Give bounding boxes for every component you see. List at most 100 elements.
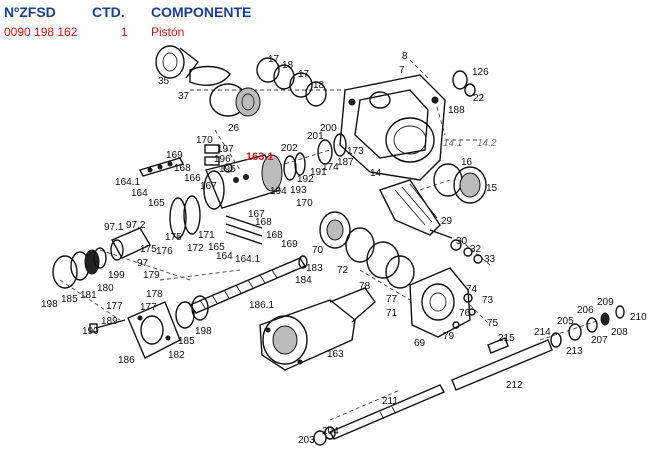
part-label-165[interactable]: 165 <box>148 198 165 209</box>
spline-215[interactable] <box>487 337 509 354</box>
part-label-185[interactable]: 185 <box>178 336 195 347</box>
part-label-71[interactable]: 71 <box>386 308 398 319</box>
highlighted-part-label[interactable]: 163.1 <box>246 151 274 163</box>
part-label-97-1[interactable]: 97.1 <box>104 222 124 233</box>
part-label-14-2[interactable]: 14.2 <box>477 138 497 149</box>
part-label-16[interactable]: 16 <box>461 157 473 168</box>
part-label-164[interactable]: 164 <box>216 251 233 262</box>
part-label-169[interactable]: 169 <box>281 239 298 250</box>
worm-shaft-186-1[interactable] <box>188 255 308 314</box>
part-label-73[interactable]: 73 <box>482 295 494 306</box>
part-label-195[interactable]: 195 <box>219 164 236 175</box>
part-label-164[interactable]: 164 <box>131 188 148 199</box>
o-rings-17-18[interactable] <box>256 57 327 107</box>
part-label-29[interactable]: 29 <box>441 216 453 227</box>
bearing-70[interactable] <box>319 211 351 249</box>
part-label-192[interactable]: 192 <box>297 174 314 185</box>
part-label-204[interactable]: 204 <box>322 426 339 437</box>
sector-shaft-29[interactable] <box>379 179 453 239</box>
part-label-33[interactable]: 33 <box>484 254 496 265</box>
row-component[interactable]: Pistón <box>151 25 185 39</box>
part-label-168[interactable]: 168 <box>255 217 272 228</box>
part-label-185[interactable]: 185 <box>61 294 78 305</box>
part-label-22[interactable]: 22 <box>473 93 485 104</box>
part-label-173[interactable]: 173 <box>347 146 364 157</box>
part-label-201[interactable]: 201 <box>307 131 324 142</box>
part-label-179[interactable]: 179 <box>143 270 160 281</box>
part-label-190[interactable]: 190 <box>82 326 99 337</box>
part-label-79[interactable]: 79 <box>443 331 455 342</box>
part-label-180[interactable]: 180 <box>97 283 114 294</box>
part-label-26[interactable]: 26 <box>228 123 240 134</box>
part-label-167[interactable]: 167 <box>248 209 265 220</box>
part-label-206[interactable]: 206 <box>577 305 594 316</box>
end-cover-186[interactable] <box>127 301 181 359</box>
part-label-78[interactable]: 78 <box>359 281 371 292</box>
part-label-74[interactable]: 74 <box>466 284 478 295</box>
part-label-8[interactable]: 8 <box>402 51 408 62</box>
row-part-number[interactable]: 0090 198 162 <box>4 25 78 39</box>
nuts-30-32-33[interactable] <box>450 239 483 264</box>
cover-flange-35[interactable] <box>155 45 199 79</box>
part-label-176[interactable]: 176 <box>156 246 173 257</box>
part-label-175[interactable]: 175 <box>140 244 157 255</box>
part-label-205[interactable]: 205 <box>557 316 574 327</box>
part-label-194[interactable]: 194 <box>270 186 287 197</box>
part-label-18[interactable]: 18 <box>313 80 325 91</box>
guide-rods-165[interactable] <box>225 215 263 245</box>
bearing-16[interactable] <box>433 163 463 197</box>
part-label-177[interactable]: 177 <box>140 302 157 313</box>
part-label-77[interactable]: 77 <box>386 294 398 305</box>
part-label-175[interactable]: 175 <box>165 232 182 243</box>
part-label-14-1[interactable]: 14.1 <box>443 138 462 149</box>
part-label-165[interactable]: 165 <box>208 242 225 253</box>
balls-164[interactable] <box>139 157 184 177</box>
end-housing-69[interactable] <box>409 267 471 338</box>
shaft-212[interactable] <box>451 339 553 391</box>
valve-housing-163[interactable] <box>259 287 376 371</box>
part-label-182[interactable]: 182 <box>168 350 185 361</box>
rings-203-204[interactable] <box>313 426 336 446</box>
part-label-15[interactable]: 15 <box>486 183 498 194</box>
part-label-210[interactable]: 210 <box>630 312 647 323</box>
part-label-211[interactable]: 211 <box>382 396 398 407</box>
part-label-189[interactable]: 189 <box>101 316 118 327</box>
part-label-170[interactable]: 170 <box>196 135 213 146</box>
part-label-70[interactable]: 70 <box>312 245 324 256</box>
part-label-163[interactable]: 163 <box>327 349 344 360</box>
part-label-181[interactable]: 181 <box>80 290 97 301</box>
part-label-200[interactable]: 200 <box>320 123 337 134</box>
part-label-187[interactable]: 187 <box>337 157 354 168</box>
part-label-126[interactable]: 126 <box>472 67 489 78</box>
part-label-215[interactable]: 215 <box>498 333 515 344</box>
part-label-203[interactable]: 203 <box>298 435 315 446</box>
part-label-198[interactable]: 198 <box>41 299 58 310</box>
part-label-35[interactable]: 35 <box>158 76 170 87</box>
steering-housing-14[interactable] <box>339 74 446 181</box>
part-label-17[interactable]: 17 <box>298 69 310 80</box>
gasket-37[interactable] <box>189 65 231 86</box>
bearing-15[interactable] <box>453 166 487 204</box>
part-label-171[interactable]: 171 <box>198 230 215 241</box>
valve-parts-197-195[interactable] <box>204 144 233 173</box>
part-label-174[interactable]: 174 <box>322 162 339 173</box>
rings-213-210[interactable] <box>550 305 625 348</box>
column-shaft-211[interactable] <box>329 384 445 440</box>
part-label-207[interactable]: 207 <box>591 335 608 346</box>
part-label-186[interactable]: 186 <box>118 355 135 366</box>
part-label-69[interactable]: 69 <box>414 338 426 349</box>
part-label-184[interactable]: 184 <box>295 275 312 286</box>
part-label-166[interactable]: 166 <box>184 173 201 184</box>
part-label-177[interactable]: 177 <box>106 301 123 312</box>
part-label-188[interactable]: 188 <box>448 105 465 116</box>
part-label-18[interactable]: 18 <box>282 60 294 71</box>
part-label-17[interactable]: 17 <box>268 54 280 65</box>
part-label-97[interactable]: 97 <box>137 258 149 269</box>
part-label-186-1[interactable]: 186.1 <box>249 300 274 311</box>
part-label-169[interactable]: 169 <box>166 150 183 161</box>
worm-rings-191-193[interactable] <box>283 133 347 181</box>
seal-ring-26[interactable] <box>209 83 261 117</box>
part-label-168[interactable]: 168 <box>266 230 283 241</box>
part-label-37[interactable]: 37 <box>178 91 190 102</box>
part-label-191[interactable]: 191 <box>310 167 327 178</box>
